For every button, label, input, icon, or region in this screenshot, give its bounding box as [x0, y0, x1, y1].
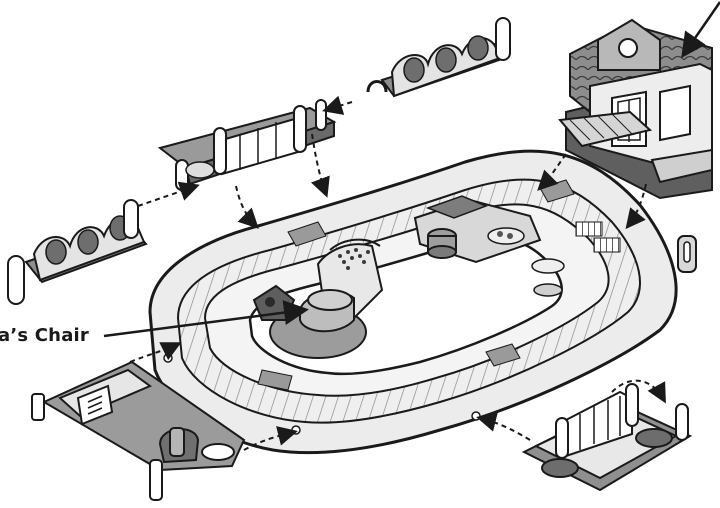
- bottom-left-platform: [31, 360, 246, 501]
- left-hedge-piece: [7, 199, 148, 305]
- gate-piece: [157, 99, 337, 191]
- bottom-right-bridge: [521, 383, 693, 492]
- chair-back-pattern: [338, 248, 370, 270]
- house-piece: [558, 18, 713, 200]
- chair-callout-label: a’s Chair: [0, 325, 89, 346]
- top-hedge-piece: [366, 17, 511, 98]
- callout-lines: [103, 1, 720, 338]
- infield-table: [413, 195, 565, 297]
- connection-arrows: [129, 95, 666, 451]
